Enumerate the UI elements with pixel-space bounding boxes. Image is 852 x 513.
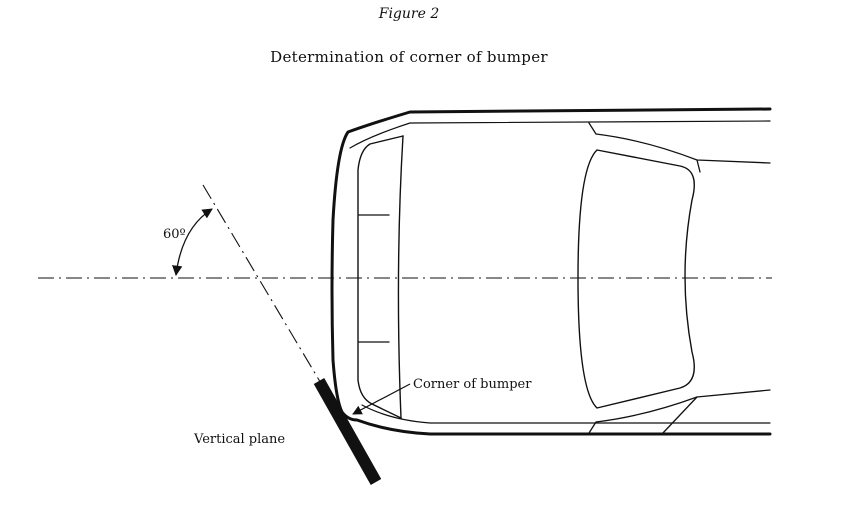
vertical-plane-label: Vertical plane xyxy=(193,432,285,447)
windscreen xyxy=(577,149,695,409)
car-body-inner xyxy=(349,120,771,149)
vertical-plane-bar xyxy=(313,378,382,485)
bumper-panel xyxy=(357,135,404,419)
angled-reference-line xyxy=(202,184,323,386)
corner-label: Corner of bumper xyxy=(413,377,532,392)
car-outline xyxy=(330,107,772,436)
car-body-outer xyxy=(330,107,772,436)
figure-number: Figure 2 xyxy=(378,6,440,22)
angle-label: 60º xyxy=(163,227,186,242)
angle-arc-arrow xyxy=(172,208,213,277)
figure-title: Determination of corner of bumper xyxy=(270,48,548,66)
corner-leader-line xyxy=(352,383,411,415)
